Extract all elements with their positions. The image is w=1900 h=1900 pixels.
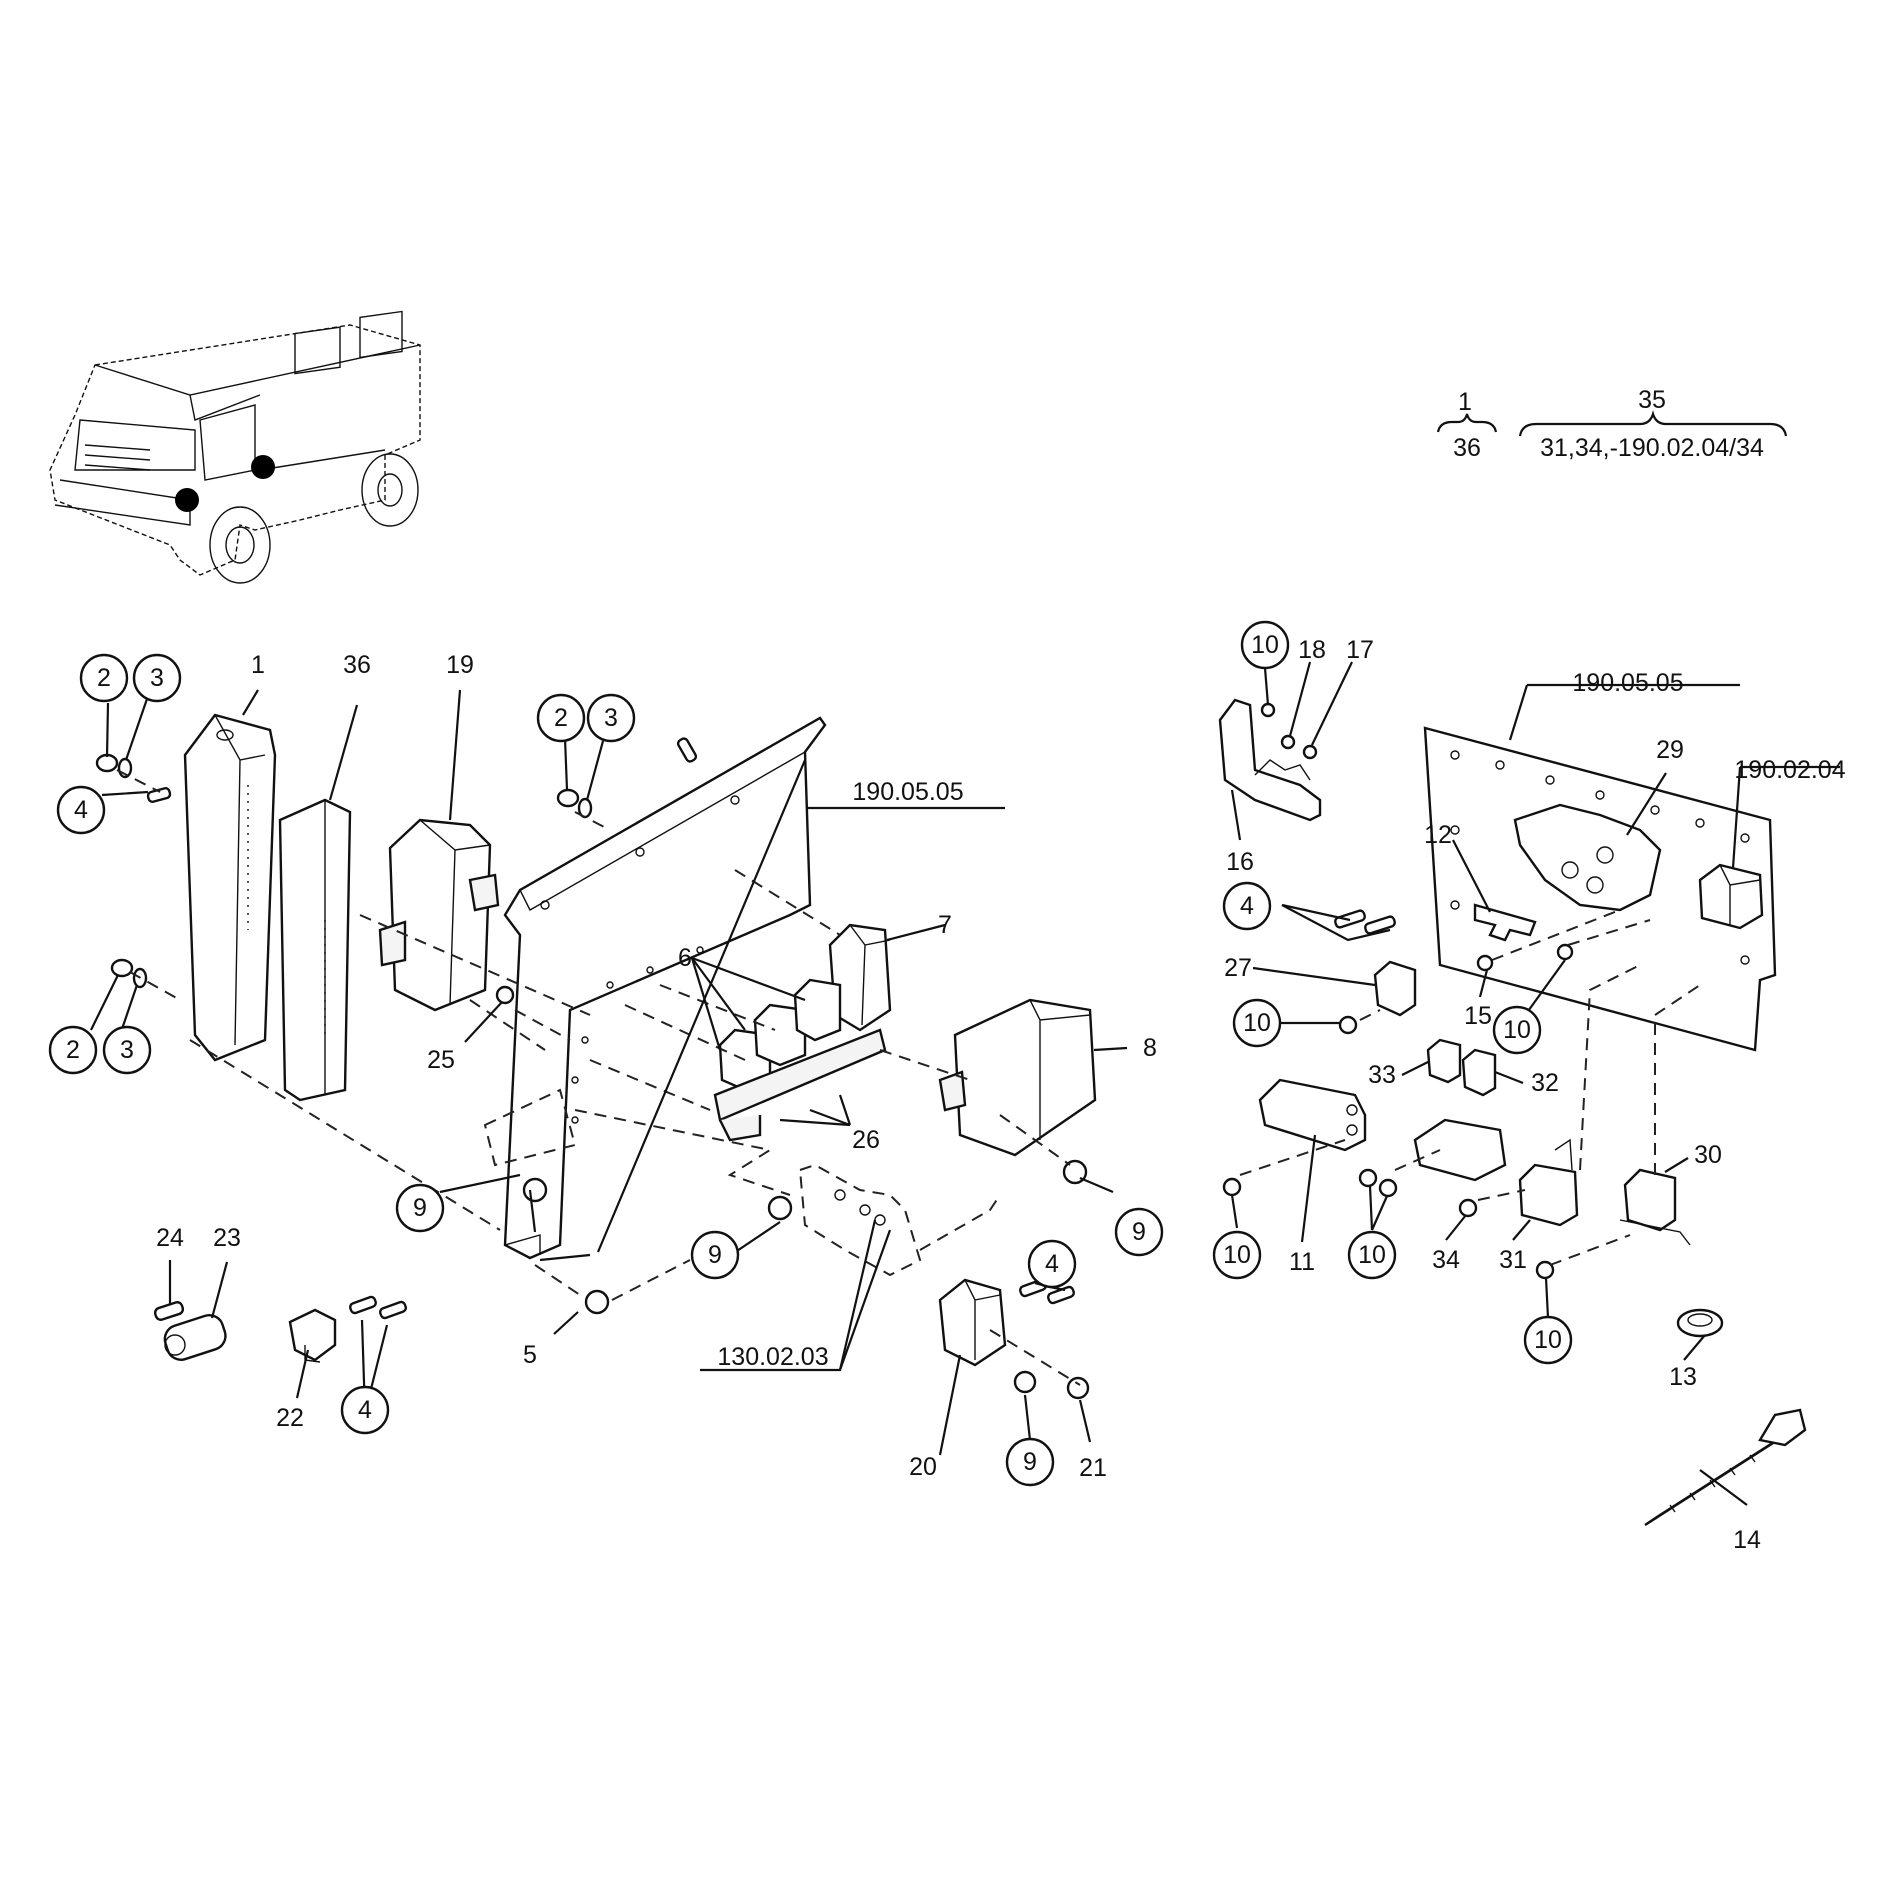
callout-9-mid: 9 — [708, 1241, 722, 1269]
part-29-holder — [1513, 803, 1662, 912]
part-7-relay — [828, 923, 892, 1032]
callout-22: 22 — [276, 1404, 304, 1432]
callout-2-bottom: 2 — [66, 1036, 80, 1064]
callout-14: 14 — [1733, 1526, 1761, 1554]
part-33-relay — [1426, 1038, 1462, 1084]
callout-27: 27 — [1224, 954, 1252, 982]
part-20-relay — [938, 1278, 1007, 1367]
callout-17: 17 — [1346, 636, 1374, 664]
part-11-fuse-box — [1258, 1078, 1367, 1152]
callout-9-right: 9 — [1132, 1218, 1146, 1246]
part-23-fuse-holder — [163, 1314, 227, 1361]
callout-13: 13 — [1669, 1363, 1697, 1391]
callout-16: 16 — [1226, 848, 1254, 876]
callout-15: 15 — [1464, 1002, 1492, 1030]
callout-10-top: 10 — [1251, 631, 1279, 659]
callout-10-plate: 10 — [1503, 1016, 1531, 1044]
callout-5: 5 — [523, 1341, 537, 1369]
part-16-terminal-bracket — [1218, 698, 1322, 822]
callout-12: 12 — [1424, 821, 1452, 849]
callout-3-top: 3 — [150, 664, 164, 692]
callout-4-mid: 4 — [1045, 1250, 1059, 1278]
callout-190-02-04: 190.02.04 — [1734, 756, 1845, 784]
part-36-module-cover — [278, 798, 352, 1102]
callout-9-bottom: 9 — [1023, 1448, 1037, 1476]
callout-4-right: 4 — [1240, 892, 1254, 920]
callout-25: 25 — [427, 1046, 455, 1074]
callout-36: 36 — [343, 651, 371, 679]
callout-26: 26 — [852, 1126, 880, 1154]
vehicle-locator-icon — [49, 310, 421, 584]
part-27-fuse-block — [1373, 960, 1417, 1017]
callout-19: 19 — [446, 651, 474, 679]
callout-31: 31 — [1499, 1246, 1527, 1274]
callout-21: 21 — [1079, 1454, 1107, 1482]
part-30-relay — [1619, 1168, 1691, 1246]
callout-190-05-05-right: 190.05.05 — [1572, 669, 1683, 697]
callout-10-left: 10 — [1243, 1009, 1271, 1037]
relay-190-02-04 — [1698, 863, 1764, 930]
part-19-relay-box — [378, 818, 500, 1012]
part-22-fuse-socket — [288, 1308, 337, 1363]
part-6-relays — [713, 978, 887, 1142]
callout-6: 6 — [678, 944, 692, 972]
callout-190-05-05-left: 190.05.05 — [852, 778, 963, 806]
callout-3-plate: 3 — [604, 704, 618, 732]
callout-23: 23 — [213, 1224, 241, 1252]
callout-9-left: 9 — [413, 1194, 427, 1222]
fasteners-right — [1222, 702, 1574, 1280]
callout-8: 8 — [1143, 1034, 1157, 1062]
callout-7: 7 — [938, 911, 952, 939]
part-13-grommet — [1676, 1308, 1724, 1338]
callout-4-bottom-left: 4 — [358, 1396, 372, 1424]
callout-32: 32 — [1531, 1069, 1559, 1097]
part-12-clip — [1473, 903, 1537, 942]
callout-10-bottom: 10 — [1534, 1326, 1562, 1354]
callout-130-02-03: 130.02.03 — [717, 1343, 828, 1371]
callout-34: 34 — [1432, 1246, 1460, 1274]
mounting-plate-left — [503, 716, 827, 1260]
callout-11: 11 — [1289, 1248, 1315, 1276]
callout-2-top: 2 — [97, 664, 111, 692]
assembly-lines-left — [116, 769, 1081, 1386]
assembly-key-right-top: 35 — [1638, 386, 1666, 414]
callout-circles — [48, 620, 1573, 1487]
assembly-lines-right — [1239, 909, 1701, 1266]
part-8-control-unit — [938, 998, 1097, 1157]
location-marker-icon — [251, 455, 275, 479]
callout-labels: 2 3 1 36 19 4 2 3 2 3 25 6 7 8 26 190.05… — [66, 631, 1846, 1554]
callout-24: 24 — [156, 1224, 184, 1252]
callout-20: 20 — [909, 1453, 937, 1481]
assembly-key-right-bottom: 31,34,-190.02.04/34 — [1540, 434, 1764, 462]
bracket-130-02-03 — [798, 1163, 1001, 1277]
assembly-key-left-top: 1 — [1458, 388, 1472, 416]
callout-3-bottom: 3 — [120, 1036, 134, 1064]
location-marker-icon — [175, 488, 199, 512]
assembly-key-left-bottom: 36 — [1453, 434, 1481, 462]
callout-10-fuse-box: 10 — [1223, 1241, 1251, 1269]
part-32-relay — [1461, 1048, 1497, 1097]
part-14-cable-tie — [1644, 1408, 1807, 1527]
callout-33: 33 — [1368, 1061, 1396, 1089]
assembly-key: 1 36 35 31,34,-190.02.04/34 — [1436, 386, 1788, 462]
callout-10-socket: 10 — [1358, 1241, 1386, 1269]
callout-18: 18 — [1298, 636, 1326, 664]
callout-4-left: 4 — [74, 796, 88, 824]
callout-30: 30 — [1694, 1141, 1722, 1169]
relay-socket — [1413, 1118, 1507, 1182]
callout-1: 1 — [251, 651, 265, 679]
callout-2-plate: 2 — [554, 704, 568, 732]
callout-29: 29 — [1656, 736, 1684, 764]
part-24-fuse — [153, 1301, 185, 1321]
part-31-relay — [1518, 1138, 1579, 1227]
part-1-control-module — [183, 713, 277, 1062]
